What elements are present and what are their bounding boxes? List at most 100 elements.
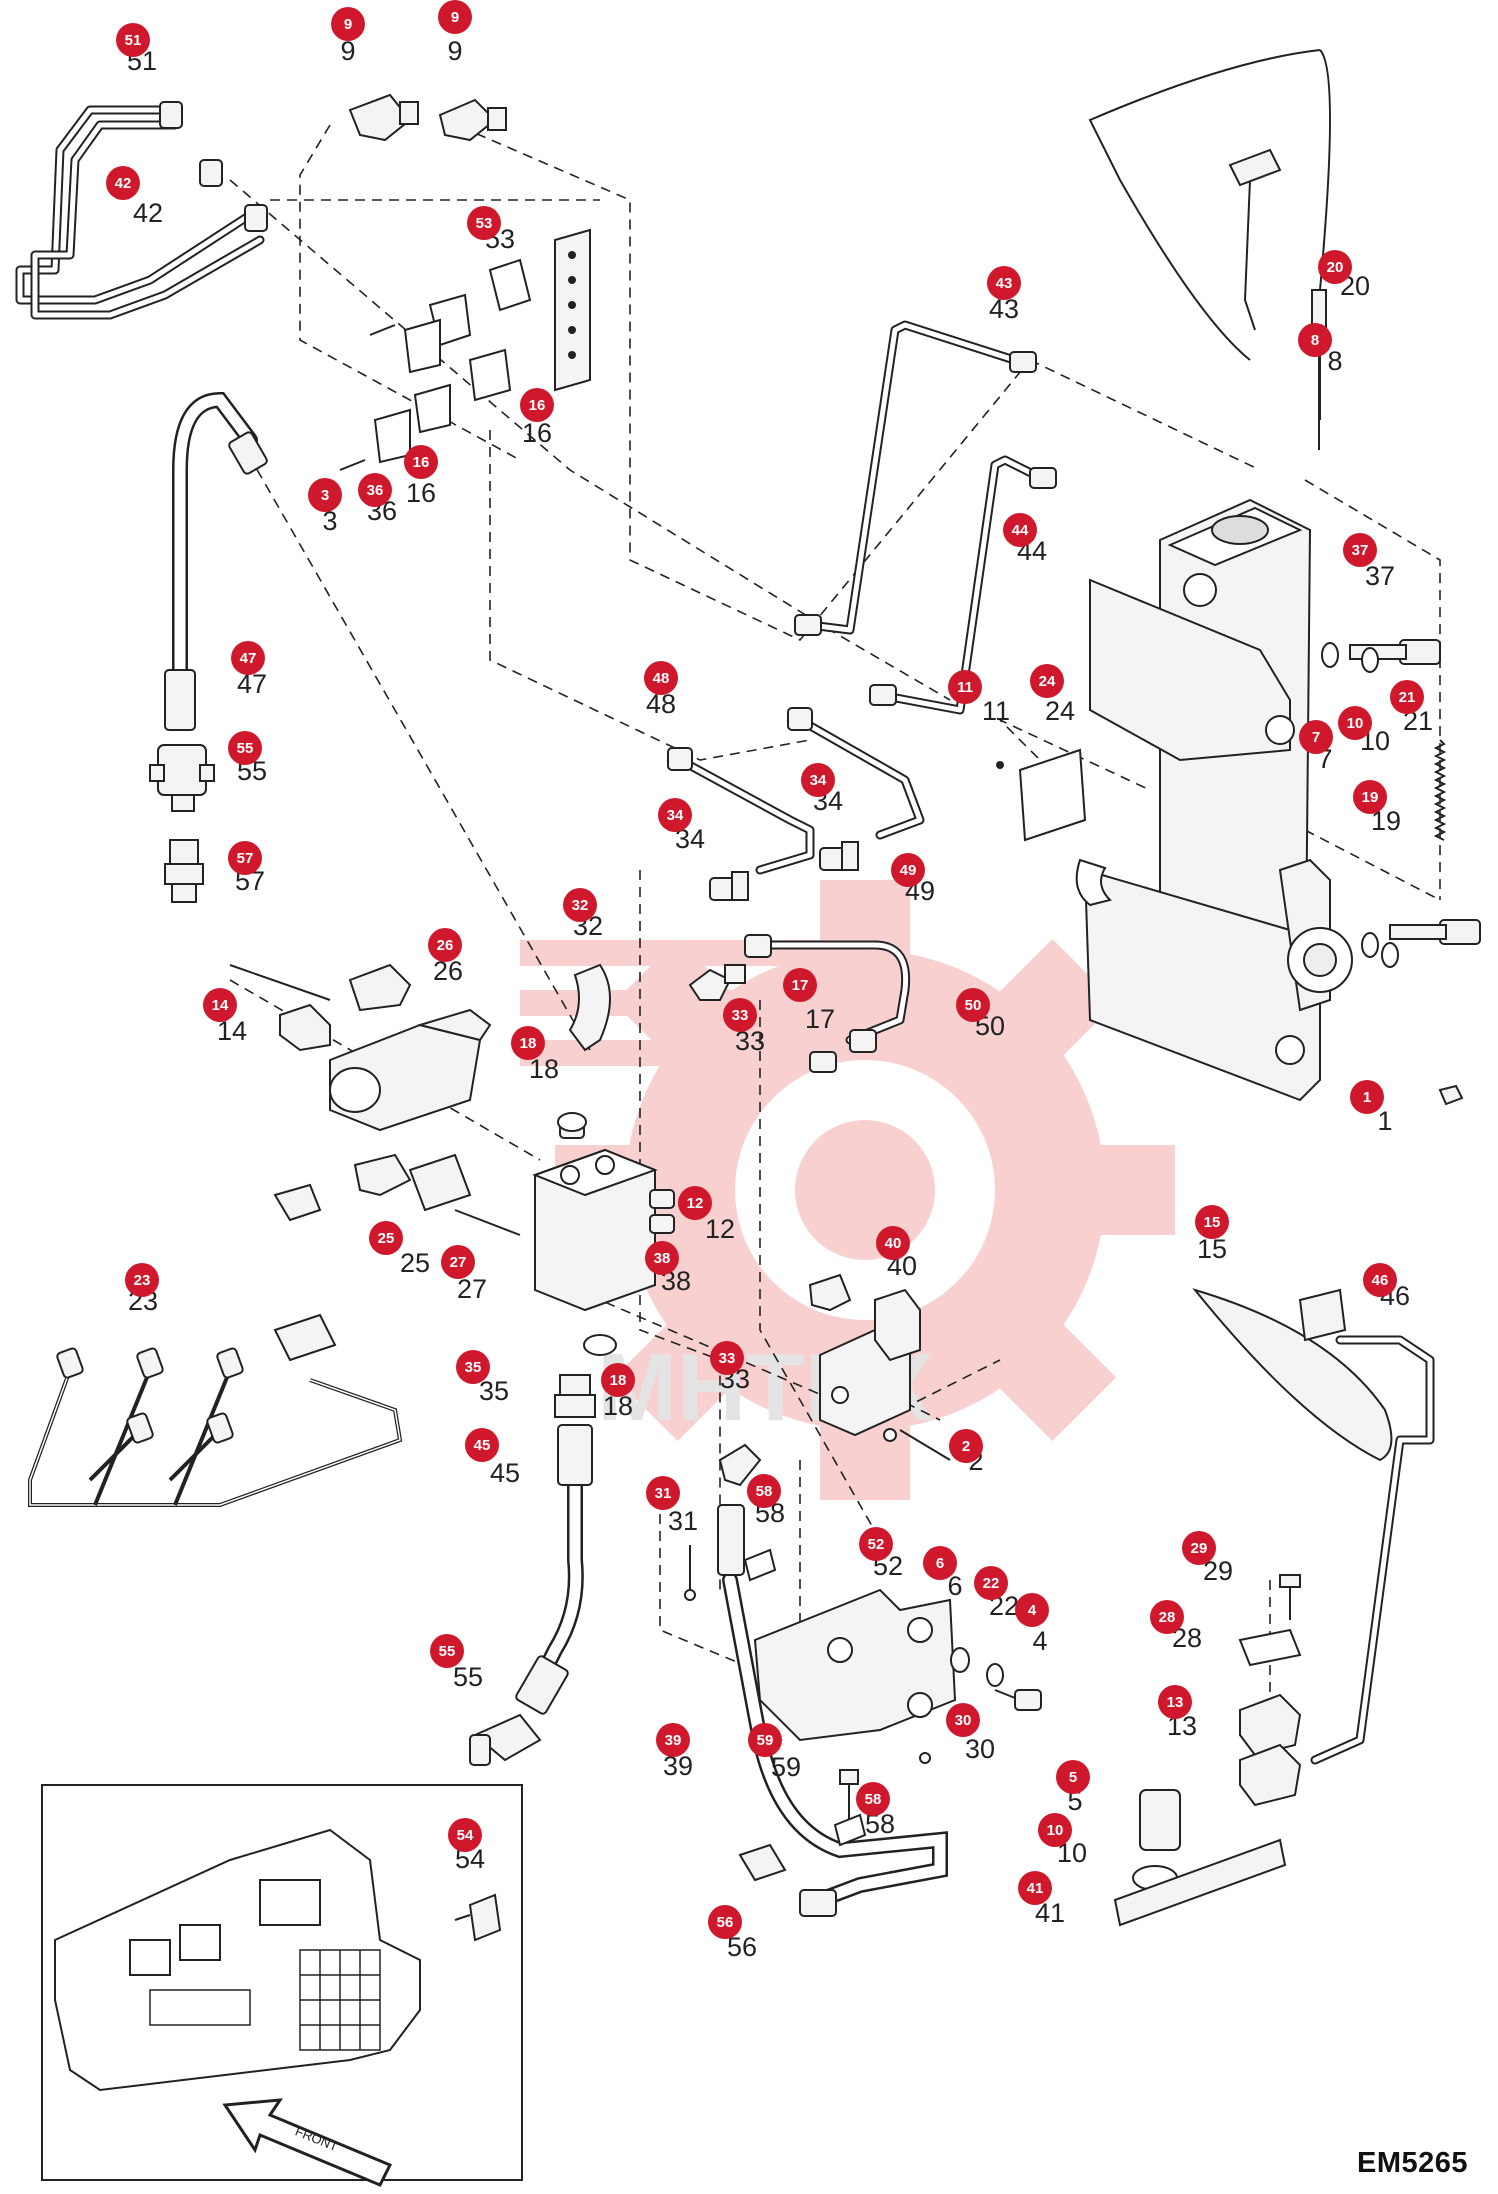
screw-31 (684, 1545, 696, 1601)
callout-badge (203, 988, 237, 1022)
callout-4: 44 (1015, 1593, 1049, 1656)
callout-number: 36 (367, 482, 384, 499)
callout-badge (1018, 1871, 1052, 1905)
callout-label: 1 (1377, 1106, 1392, 1136)
callout-badge (876, 1226, 910, 1260)
terminal-block-53 (339, 228, 591, 471)
callout-number: 54 (457, 1827, 474, 1844)
callout-number: 45 (474, 1437, 491, 1454)
callout-number: 41 (1027, 1880, 1044, 1897)
callout-badge (1338, 706, 1372, 740)
spring-19 (1433, 739, 1447, 841)
bolt-21-upper (1321, 639, 1441, 673)
solenoid-valve-26 (229, 963, 492, 1132)
cable-20 (1088, 49, 1331, 450)
callout-badge (465, 1428, 499, 1462)
callout-number: 14 (212, 997, 229, 1014)
callout-number: 2 (962, 1438, 970, 1455)
callout-badge (448, 1818, 482, 1852)
callout-number: 51 (125, 32, 142, 49)
callout-number: 49 (900, 862, 917, 879)
callout-label: 12 (705, 1214, 735, 1244)
callout-number: 31 (655, 1485, 672, 1502)
solenoid-40 (808, 1273, 951, 1461)
fitting-56 (738, 1843, 787, 1882)
callout-number: 17 (792, 977, 809, 994)
pin-29 (1279, 1574, 1301, 1620)
callout-badge (856, 1782, 890, 1816)
callout-number: 35 (465, 1359, 482, 1376)
callout-3: 33 (308, 478, 342, 536)
tube-48 (667, 747, 815, 875)
washer-22 (986, 1663, 1004, 1687)
inset-panel: FRONT (41, 1784, 523, 2187)
callout-number: 57 (237, 850, 254, 867)
callout-badge (1318, 250, 1352, 284)
tube-49 (787, 707, 925, 840)
callout-badge (747, 1474, 781, 1508)
callout-badge (723, 998, 757, 1032)
washer-6 (950, 1647, 970, 1673)
callout-badge (748, 1723, 782, 1757)
callout-number: 48 (653, 670, 670, 687)
callout-6: 66 (923, 1546, 963, 1601)
callout-badge (430, 1634, 464, 1668)
callout-badge (1015, 1593, 1049, 1627)
callout-label: 24 (1045, 696, 1075, 726)
valve-block-38 (532, 1119, 675, 1312)
callout-label: 35 (479, 1376, 509, 1406)
callout-label: 37 (1365, 561, 1395, 591)
callout-number: 1 (1363, 1089, 1371, 1106)
callout-number: 28 (1159, 1609, 1176, 1626)
elbow-fitting-33-lower (718, 1443, 762, 1487)
callout-badge (601, 1363, 635, 1397)
callout-label: 55 (453, 1662, 483, 1692)
callout-number: 38 (654, 1250, 671, 1267)
callout-5: 55 (1056, 1760, 1090, 1816)
callout-number: 29 (1191, 1540, 1208, 1557)
clip-13-upper (1239, 1693, 1302, 1757)
callout-number: 5 (1069, 1769, 1077, 1786)
callout-number: 55 (237, 740, 254, 757)
tube-44 (869, 455, 1057, 715)
callout-badge (1299, 720, 1333, 754)
callout-7: 77 (1299, 720, 1333, 774)
plug-18-lower (583, 1334, 617, 1356)
callout-badge (228, 731, 262, 765)
callout-number: 16 (529, 397, 546, 414)
bolt-21-lower (1361, 919, 1481, 968)
callout-label: 9 (340, 36, 355, 66)
mount-bracket-37 (1075, 498, 1353, 1102)
callout-badge (428, 928, 462, 962)
callout-number: 42 (115, 175, 132, 192)
callout-badge (467, 206, 501, 240)
callout-badge (1195, 1205, 1229, 1239)
callout-label: 6 (947, 1571, 962, 1601)
hose-45 (515, 1424, 593, 1715)
hose-assembly-51-42 (15, 101, 268, 320)
callout-badge (116, 23, 150, 57)
callout-number: 44 (1012, 522, 1029, 539)
plate-25 (273, 1153, 472, 1222)
callout-badge (949, 1429, 983, 1463)
clamp-58-upper (743, 1548, 777, 1582)
